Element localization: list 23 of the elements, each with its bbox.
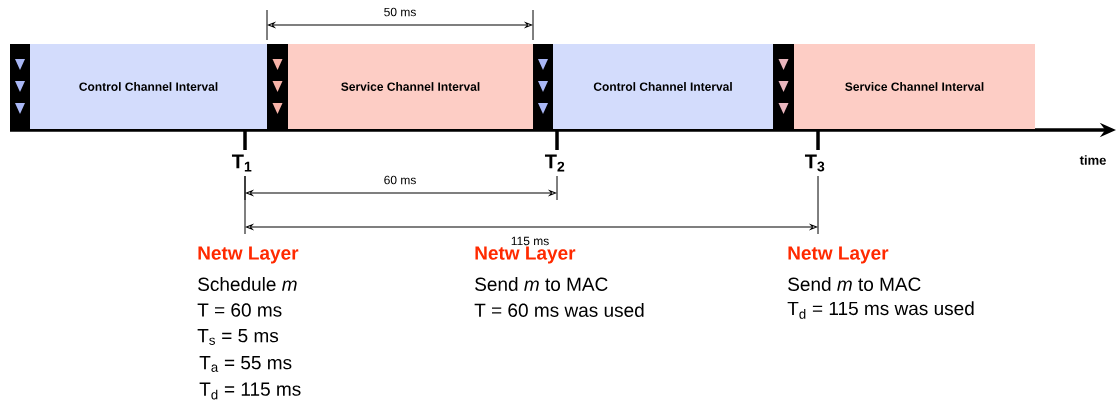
- interval-band: Service Channel Interval: [288, 44, 533, 129]
- time-mark-label: T$_{1}$: [231, 154, 252, 172]
- note-line: Schedule m: [198, 277, 297, 291]
- interval-band: Control Channel Interval: [30, 44, 267, 129]
- note-line: Send m to MAC: [788, 277, 921, 291]
- interval-band: Service Channel Interval: [794, 44, 1035, 129]
- note-line: T = 60 ms: [197, 303, 282, 317]
- axis-label: time: [1079, 155, 1106, 165]
- note-line: Send m to MAC: [475, 277, 608, 291]
- note-line: T = 60 ms was used: [474, 303, 644, 317]
- layer-heading: Netw Layer: [475, 246, 576, 264]
- layer-heading: Netw Layer: [198, 246, 299, 264]
- note-line: T$_{s}$ = 5 ms: [197, 329, 279, 345]
- time-mark-label: T$_{2}$: [545, 154, 565, 172]
- note-line: T$_{d}$ = 115 ms: [199, 382, 301, 400]
- dimension-label: 50 ms: [384, 7, 416, 17]
- dimension-label: 115 ms: [511, 236, 549, 246]
- dimension-label: 60 ms: [384, 175, 416, 185]
- interval-band: Control Channel Interval: [553, 44, 773, 129]
- time-mark-label: T$_{3}$: [805, 154, 825, 172]
- layer-heading: Netw Layer: [788, 246, 889, 264]
- note-line: T$_{d}$ = 115 ms was used: [787, 301, 974, 319]
- note-line: T$_{a}$ = 55 ms: [199, 356, 292, 372]
